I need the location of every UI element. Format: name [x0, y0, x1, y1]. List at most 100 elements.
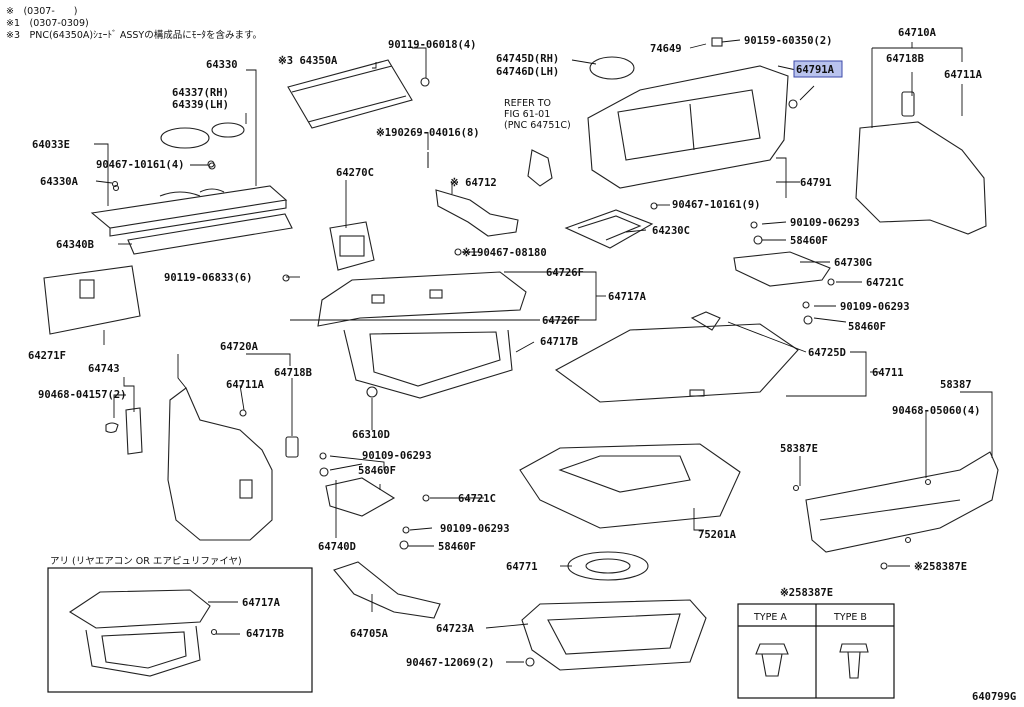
cover-64745d	[589, 56, 635, 80]
label-90109-06293-c: 90109-06293	[790, 217, 860, 229]
label-58460f-d: 58460F	[848, 321, 886, 333]
spacer-64771	[567, 551, 649, 581]
label-66310d: 66310D	[352, 429, 390, 441]
label-64339: 64339(LH)	[172, 99, 229, 111]
label-64745d: 64745D(RH)	[496, 53, 559, 65]
reference-line-1: REFER TO	[504, 98, 551, 109]
leader-lines	[94, 39, 993, 663]
highlight-box	[793, 60, 843, 78]
label-90119-06018: 90119-06018(4)	[388, 39, 477, 51]
type-table-header: ※258387E	[780, 587, 833, 599]
label-58387e: 58387E	[780, 443, 818, 455]
strip-64743	[125, 407, 143, 455]
label-90159-60350: 90159-60350(2)	[744, 35, 833, 47]
side-trim-64710a	[855, 121, 987, 235]
panel-64271f	[43, 265, 141, 335]
label-58460f-a: 58460F	[358, 465, 396, 477]
reference-line-2: FIG 61-01	[504, 109, 550, 120]
label-190467-08180: ※190467-08180	[462, 247, 547, 259]
label-64717a: 64717A	[608, 291, 647, 303]
label-90119-06833: 90119-06833(6)	[164, 272, 253, 284]
reference-line-3: (PNC 64751C)	[504, 120, 571, 131]
label-64337: 64337(RH)	[172, 87, 229, 99]
label-64791a-highlighted[interactable]: 64791A	[796, 64, 835, 76]
label-64746d: 64746D(LH)	[496, 66, 559, 78]
label-64725d: 64725D	[808, 347, 846, 359]
label-90467-10161-4: 90467-10161(4)	[96, 159, 185, 171]
label-90468-04157: 90468-04157(2)	[38, 389, 127, 401]
type-a-label: TYPE A	[753, 612, 787, 623]
label-75201a: 75201A	[698, 529, 737, 541]
label-64712: ※ 64712	[450, 177, 497, 189]
label-64271f: 64271F	[28, 350, 66, 362]
label-64711: 64711	[872, 367, 904, 379]
label-64718b-left: 64718B	[274, 367, 312, 379]
label-90109-06293-d: 90109-06293	[840, 301, 910, 313]
label-64730g: 64730G	[834, 257, 872, 269]
back-door-trim-64791	[587, 65, 789, 189]
tray-75201a	[519, 443, 741, 529]
label-90468-05060: 90468-05060(4)	[892, 405, 981, 417]
label-90109-06293-a: 90109-06293	[362, 450, 432, 462]
label-64717b: 64717B	[540, 336, 578, 348]
label-64726f-lower: 64726F	[542, 315, 580, 327]
sunshade-64350a	[287, 59, 413, 129]
bracket-64712	[435, 189, 519, 237]
label-90467-12069: 90467-12069(2)	[406, 657, 495, 669]
note-3: ※3 PNC(64350A)ｼｪｰﾄﾞ ASSYの構成品にﾓｰﾀを含みます。	[6, 29, 262, 41]
cover-64740d	[325, 477, 396, 517]
label-74649: 74649	[650, 43, 682, 55]
label-64230c: 64230C	[652, 225, 690, 237]
label-64330a: 64330A	[40, 176, 79, 188]
mat-64230c	[564, 209, 654, 249]
cover-64730g	[733, 251, 831, 287]
clip-type-b-icon	[839, 643, 869, 653]
parcel-shelf-lower	[127, 213, 293, 255]
label-64720a: 64720A	[220, 341, 259, 353]
inset-title: アリ (リヤエアコン OR エアピュリファイヤ)	[50, 556, 242, 567]
label-90467-10161-9: 90467-10161(9)	[672, 199, 761, 211]
speaker-grille	[160, 127, 210, 149]
label-258387e: ※258387E	[914, 561, 967, 573]
type-b-label: TYPE B	[833, 612, 867, 623]
tray-64717a	[317, 271, 527, 327]
label-64718b-right: 64718B	[886, 53, 924, 65]
inset-label-64717a: 64717A	[242, 597, 281, 609]
label-64721c-left: 64721C	[458, 493, 496, 505]
side-trim-64720a	[167, 387, 273, 541]
label-64791: 64791	[800, 177, 832, 189]
label-58460f-b: 58460F	[438, 541, 476, 553]
label-64740d: 64740D	[318, 541, 356, 553]
clip-type-a-icon	[755, 643, 789, 655]
label-64705a: 64705A	[350, 628, 389, 640]
label-64743: 64743	[88, 363, 120, 375]
label-64723a: 64723A	[436, 623, 475, 635]
label-58387: 58387	[940, 379, 972, 391]
label-64270c: 64270C	[336, 167, 374, 179]
reference-bracket	[527, 149, 553, 187]
label-90109-06293-b: 90109-06293	[440, 523, 510, 535]
label-64033e: 64033E	[32, 139, 70, 151]
inset-label-64717b: 64717B	[246, 628, 284, 640]
figure-code: 640799G	[972, 691, 1016, 703]
label-64771: 64771	[506, 561, 538, 573]
deck-board-64711	[554, 323, 799, 403]
label-64710a: 64710A	[898, 27, 937, 39]
note-1: ※ (0307- )	[6, 6, 77, 17]
label-64330: 64330	[206, 59, 238, 71]
tray-64723a	[521, 599, 707, 671]
note-2: ※1 (0307-0309)	[6, 18, 89, 29]
label-64721c-right: 64721C	[866, 277, 904, 289]
label-64340b: 64340B	[56, 239, 94, 251]
label-190269: ※190269-04016(8)	[376, 127, 480, 139]
inset-box	[47, 567, 313, 693]
cover-64270c	[329, 221, 375, 271]
label-64726f-upper: 64726F	[546, 267, 584, 279]
label-64711a-right: 64711A	[944, 69, 983, 81]
inset-line-art	[68, 589, 218, 677]
sill-plate-58387	[805, 451, 999, 553]
bracket-64705a	[333, 561, 441, 619]
label-64350a: ※3 64350A	[278, 55, 338, 67]
